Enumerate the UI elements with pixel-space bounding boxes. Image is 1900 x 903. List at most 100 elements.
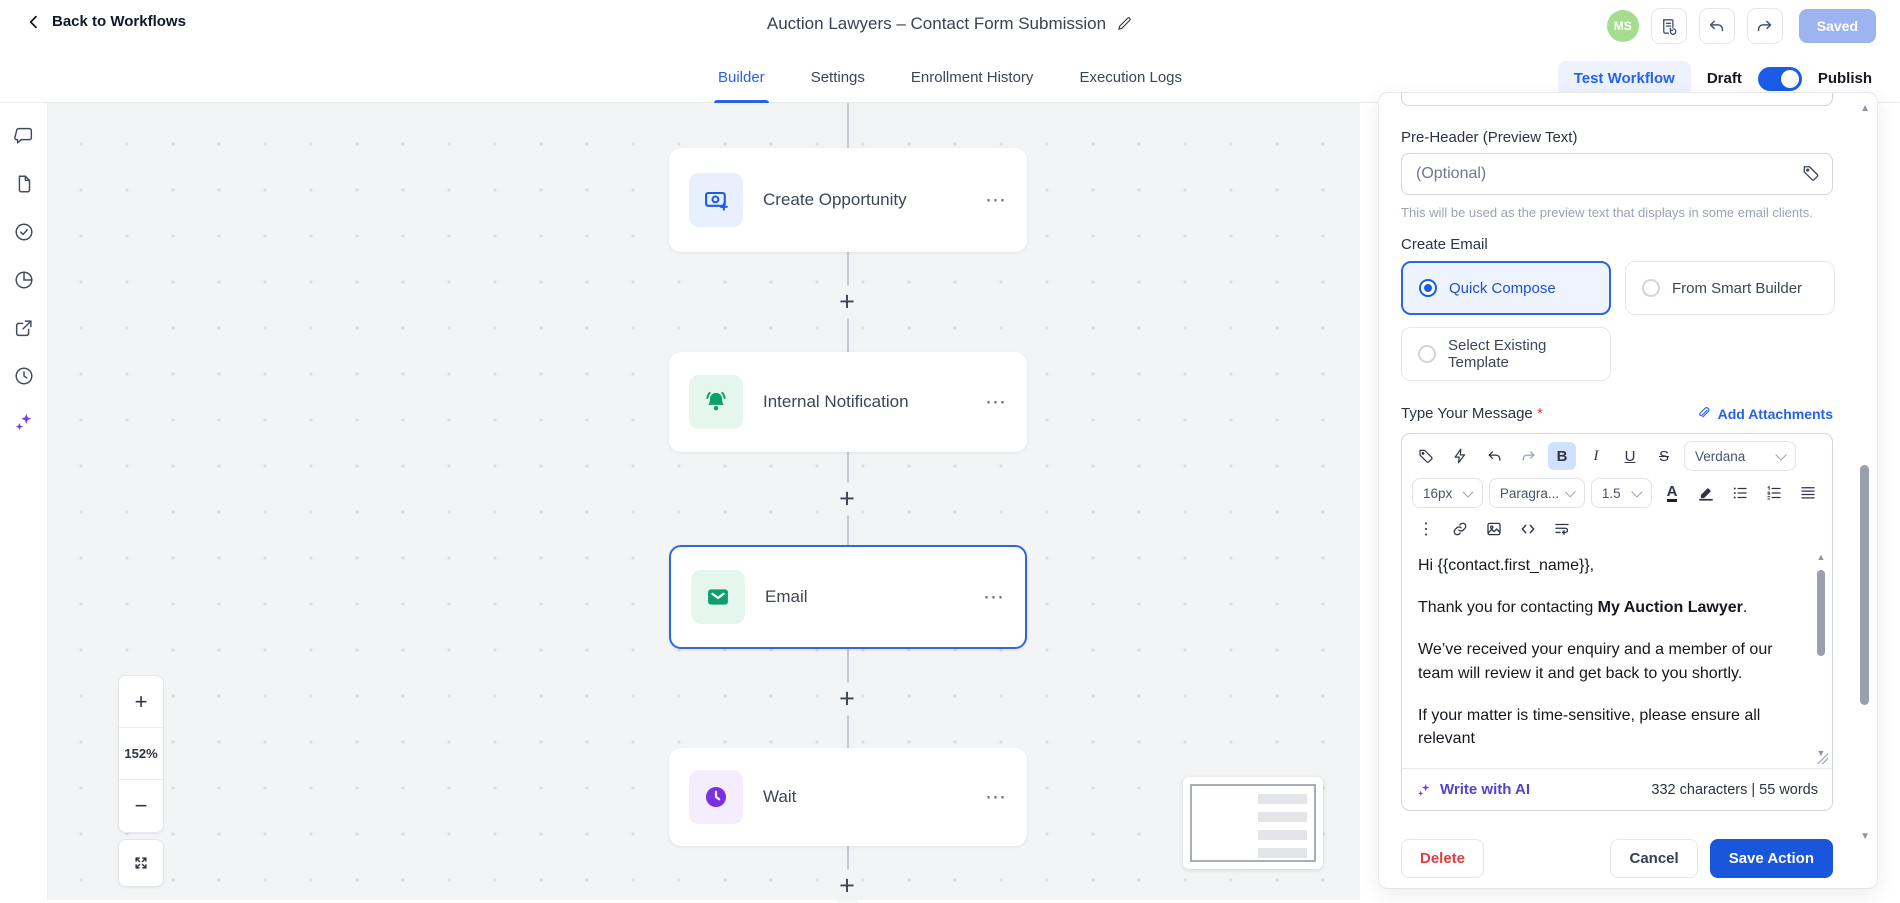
strikethrough-button[interactable]: S bbox=[1658, 447, 1669, 465]
more-options-icon[interactable]: ⋮ bbox=[1418, 521, 1434, 538]
scrollbar-thumb[interactable] bbox=[1817, 570, 1825, 656]
italic-button[interactable]: I bbox=[1593, 447, 1599, 464]
fit-view-button[interactable] bbox=[118, 839, 164, 887]
tag-icon[interactable] bbox=[1801, 163, 1821, 183]
add-step-button[interactable]: + bbox=[837, 869, 857, 903]
minimap-node bbox=[1257, 830, 1307, 840]
highlight-color-button[interactable] bbox=[1692, 479, 1720, 507]
history-icon[interactable] bbox=[13, 365, 35, 387]
wait-clock-icon bbox=[689, 770, 743, 824]
character-word-count: 332 characters | 55 words bbox=[1651, 781, 1818, 798]
underline-button[interactable]: U bbox=[1624, 447, 1636, 465]
panel-scroll-up-icon[interactable]: ▲ bbox=[1860, 103, 1870, 114]
option-select-existing-template[interactable]: Select Existing Template bbox=[1401, 327, 1611, 381]
paragraph-style-value: Paragra... bbox=[1499, 485, 1560, 501]
trigger-link-icon[interactable] bbox=[1446, 442, 1474, 470]
add-attachments-button[interactable]: Add Attachments bbox=[1696, 406, 1833, 422]
font-family-select[interactable]: Verdana bbox=[1684, 441, 1796, 471]
write-with-ai-button[interactable]: Write with AI bbox=[1416, 781, 1530, 798]
test-workflow-button[interactable]: Test Workflow bbox=[1557, 61, 1691, 96]
tabbar-right-controls: Test Workflow Draft Publish bbox=[1557, 61, 1872, 96]
node-label: Wait bbox=[763, 787, 797, 806]
subject-field-partial[interactable] bbox=[1401, 93, 1833, 106]
preheader-label: Pre-Header (Preview Text) bbox=[1401, 129, 1578, 146]
line-height-select[interactable]: 1.5 bbox=[1590, 478, 1652, 508]
minimap-node bbox=[1257, 848, 1307, 858]
editor-footer: Write with AI 332 characters | 55 words bbox=[1402, 768, 1832, 810]
left-icon-rail bbox=[0, 103, 48, 900]
redo-button[interactable] bbox=[1746, 8, 1783, 44]
node-menu-icon[interactable]: ⋯ bbox=[985, 785, 1007, 809]
zoom-in-button[interactable]: + bbox=[119, 676, 163, 728]
tab-settings[interactable]: Settings bbox=[810, 69, 865, 86]
ai-sparkles-icon[interactable] bbox=[13, 411, 35, 433]
line-height-value: 1.5 bbox=[1601, 485, 1621, 501]
saved-button[interactable]: Saved bbox=[1798, 9, 1876, 43]
resize-handle[interactable] bbox=[1816, 752, 1828, 764]
minimap[interactable] bbox=[1183, 777, 1323, 869]
message-body[interactable]: Hi {{contact.first_name}}, Thank you for… bbox=[1402, 544, 1832, 768]
code-view-icon[interactable] bbox=[1514, 515, 1542, 543]
tab-builder[interactable]: Builder bbox=[714, 52, 769, 103]
editor-scrollbar[interactable]: ▲ ▼ bbox=[1815, 552, 1827, 758]
node-label: Create Opportunity bbox=[763, 190, 907, 209]
save-action-button[interactable]: Save Action bbox=[1709, 839, 1833, 878]
pie-chart-icon[interactable] bbox=[13, 269, 35, 291]
message-paragraph: If your matter is time-sensitive, please… bbox=[1418, 706, 1761, 747]
cancel-button[interactable]: Cancel bbox=[1610, 839, 1698, 878]
node-internal-notification[interactable]: Internal Notification ⋯ bbox=[669, 352, 1027, 452]
node-menu-icon[interactable]: ⋯ bbox=[985, 390, 1007, 414]
edit-title-icon[interactable] bbox=[1116, 15, 1133, 32]
comment-icon[interactable] bbox=[13, 125, 35, 147]
merge-tag-icon[interactable] bbox=[1412, 442, 1440, 470]
ai-sparkles-icon bbox=[1416, 782, 1432, 798]
workflow-canvas[interactable]: Create Opportunity ⋯ + Internal Notifica… bbox=[48, 103, 1360, 903]
node-email[interactable]: Email ⋯ bbox=[669, 545, 1027, 649]
bullet-list-icon[interactable] bbox=[1726, 479, 1754, 507]
node-menu-icon[interactable]: ⋯ bbox=[983, 585, 1005, 609]
option-quick-compose[interactable]: Quick Compose bbox=[1401, 261, 1611, 315]
zoom-level: 152% bbox=[119, 728, 163, 780]
font-size-select[interactable]: 16px bbox=[1412, 478, 1483, 508]
undo-icon[interactable] bbox=[1480, 442, 1508, 470]
email-icon bbox=[691, 570, 745, 624]
file-icon[interactable] bbox=[13, 173, 35, 195]
back-to-workflows[interactable]: Back to Workflows bbox=[26, 13, 186, 30]
required-asterisk: * bbox=[1536, 405, 1543, 422]
chevron-down-icon bbox=[1565, 486, 1576, 497]
document-history-icon bbox=[1659, 17, 1678, 36]
message-header-row: Type Your Message * Add Attachments bbox=[1401, 405, 1833, 422]
tab-enrollment-history[interactable]: Enrollment History bbox=[910, 69, 1034, 86]
versions-button[interactable] bbox=[1650, 8, 1687, 44]
write-with-ai-label: Write with AI bbox=[1440, 781, 1530, 798]
node-wait[interactable]: Wait ⋯ bbox=[669, 748, 1027, 846]
tab-execution-logs[interactable]: Execution Logs bbox=[1079, 69, 1183, 86]
paragraph-style-select[interactable]: Paragra... bbox=[1488, 478, 1585, 508]
insert-image-icon[interactable] bbox=[1480, 515, 1508, 543]
undo-button[interactable] bbox=[1698, 8, 1735, 44]
external-link-icon[interactable] bbox=[13, 317, 35, 339]
avatar[interactable]: MS bbox=[1606, 10, 1639, 42]
node-menu-icon[interactable]: ⋯ bbox=[985, 188, 1007, 212]
add-step-button[interactable]: + bbox=[837, 285, 857, 319]
add-step-button[interactable]: + bbox=[837, 682, 857, 716]
node-create-opportunity[interactable]: Create Opportunity ⋯ bbox=[669, 148, 1027, 252]
preheader-input[interactable] bbox=[1401, 153, 1833, 195]
text-wrap-icon[interactable] bbox=[1548, 515, 1576, 543]
check-circle-icon[interactable] bbox=[13, 221, 35, 243]
publish-toggle[interactable] bbox=[1757, 66, 1802, 91]
align-justify-icon[interactable] bbox=[1794, 479, 1822, 507]
numbered-list-icon[interactable] bbox=[1760, 479, 1788, 507]
option-from-smart-builder[interactable]: From Smart Builder bbox=[1625, 261, 1835, 315]
panel-scroll-down-icon[interactable]: ▼ bbox=[1860, 831, 1870, 842]
panel-content: Pre-Header (Preview Text) This will be u… bbox=[1401, 93, 1835, 888]
add-step-button[interactable]: + bbox=[837, 482, 857, 516]
link-icon[interactable] bbox=[1446, 515, 1474, 543]
zoom-out-button[interactable]: − bbox=[134, 793, 148, 818]
panel-scrollbar-thumb[interactable] bbox=[1860, 465, 1869, 705]
scroll-up-icon[interactable]: ▲ bbox=[1816, 552, 1826, 562]
redo-icon[interactable] bbox=[1514, 442, 1542, 470]
bold-button[interactable]: B bbox=[1548, 442, 1576, 470]
delete-button[interactable]: Delete bbox=[1401, 839, 1485, 878]
text-color-button[interactable]: A bbox=[1658, 479, 1686, 507]
